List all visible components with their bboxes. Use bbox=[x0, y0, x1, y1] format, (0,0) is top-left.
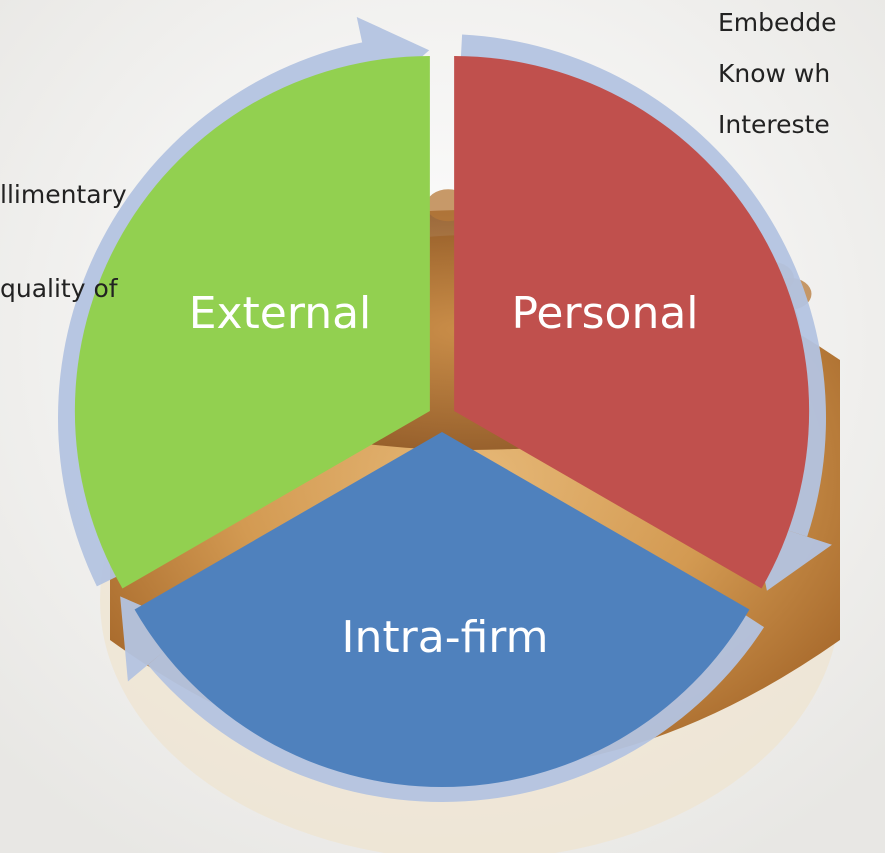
right-text-line-1: Embedde bbox=[718, 8, 837, 37]
left-text-line-1: llimentary bbox=[0, 180, 127, 209]
segment-label-external: External bbox=[189, 288, 372, 339]
cycle-arrow-personal bbox=[460, 34, 832, 591]
right-text-line-3: Intereste bbox=[718, 110, 830, 139]
segment-personal[interactable] bbox=[454, 56, 810, 589]
right-text-line-2: Know wh bbox=[718, 59, 831, 88]
segment-intra-firm[interactable] bbox=[134, 432, 750, 787]
segment-external[interactable] bbox=[74, 56, 430, 589]
left-text-line-2: quality of bbox=[0, 274, 118, 303]
segment-label-personal: Personal bbox=[511, 288, 698, 339]
cycle-arrow-intra-firm bbox=[120, 596, 765, 803]
segment-label-intra-firm: Intra-firm bbox=[342, 612, 549, 663]
